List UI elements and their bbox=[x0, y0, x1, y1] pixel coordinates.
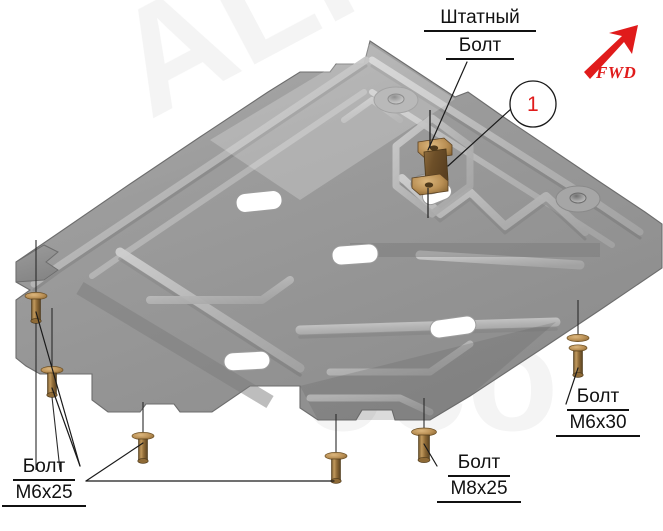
label-stock-bolt-line2: Болт bbox=[446, 34, 514, 60]
leader-m6x25-b bbox=[85, 442, 144, 482]
leader-stock-bolt bbox=[427, 61, 468, 151]
label-bolt-m6x30: Болт М6х30 bbox=[556, 385, 640, 439]
label-bolt-m8x25-line2: М8х25 bbox=[437, 477, 521, 503]
bolt-bottom-right-m8 bbox=[411, 398, 437, 463]
label-stock-bolt-line1: Штатный bbox=[424, 6, 536, 32]
bolt-bottom-center-left bbox=[131, 402, 155, 464]
leader-callout-1 bbox=[447, 107, 513, 167]
skid-plate-body bbox=[15, 40, 663, 421]
leader-m6x30 bbox=[565, 367, 579, 405]
plate-channels bbox=[76, 243, 600, 409]
plate-shading bbox=[210, 44, 556, 420]
plate-slots bbox=[223, 182, 477, 372]
bolt-bottom-center bbox=[324, 414, 348, 484]
label-bolt-m6x25: Болт М6х25 bbox=[2, 455, 86, 509]
label-bolt-m6x25-line1: Болт bbox=[13, 455, 75, 481]
label-bolt-m6x25-line2: М6х25 bbox=[2, 481, 86, 507]
label-bolt-m6x30-line1: Болт bbox=[567, 385, 629, 411]
callout-number-1: 1 bbox=[527, 93, 539, 116]
label-bolt-m8x25: Болт М8х25 bbox=[437, 451, 521, 505]
mounting-bracket-item-1 bbox=[411, 110, 453, 218]
label-stock-bolt: Штатный Болт bbox=[424, 6, 536, 60]
label-bolt-m8x25-line1: Болт bbox=[448, 451, 510, 477]
fwd-arrow-icon bbox=[584, 25, 638, 79]
plate-mounting-tabs bbox=[15, 244, 59, 283]
bolt-right-m6x30 bbox=[566, 300, 590, 378]
label-fwd: FWD bbox=[596, 63, 637, 82]
callout-circle-1 bbox=[509, 80, 557, 128]
leader-m8x25 bbox=[423, 443, 438, 467]
leader-lines bbox=[35, 61, 579, 482]
leader-m6x25-c bbox=[35, 311, 81, 467]
label-bolt-m6x30-line2: М6х30 bbox=[556, 411, 640, 437]
leader-m6x25-d bbox=[51, 387, 81, 467]
